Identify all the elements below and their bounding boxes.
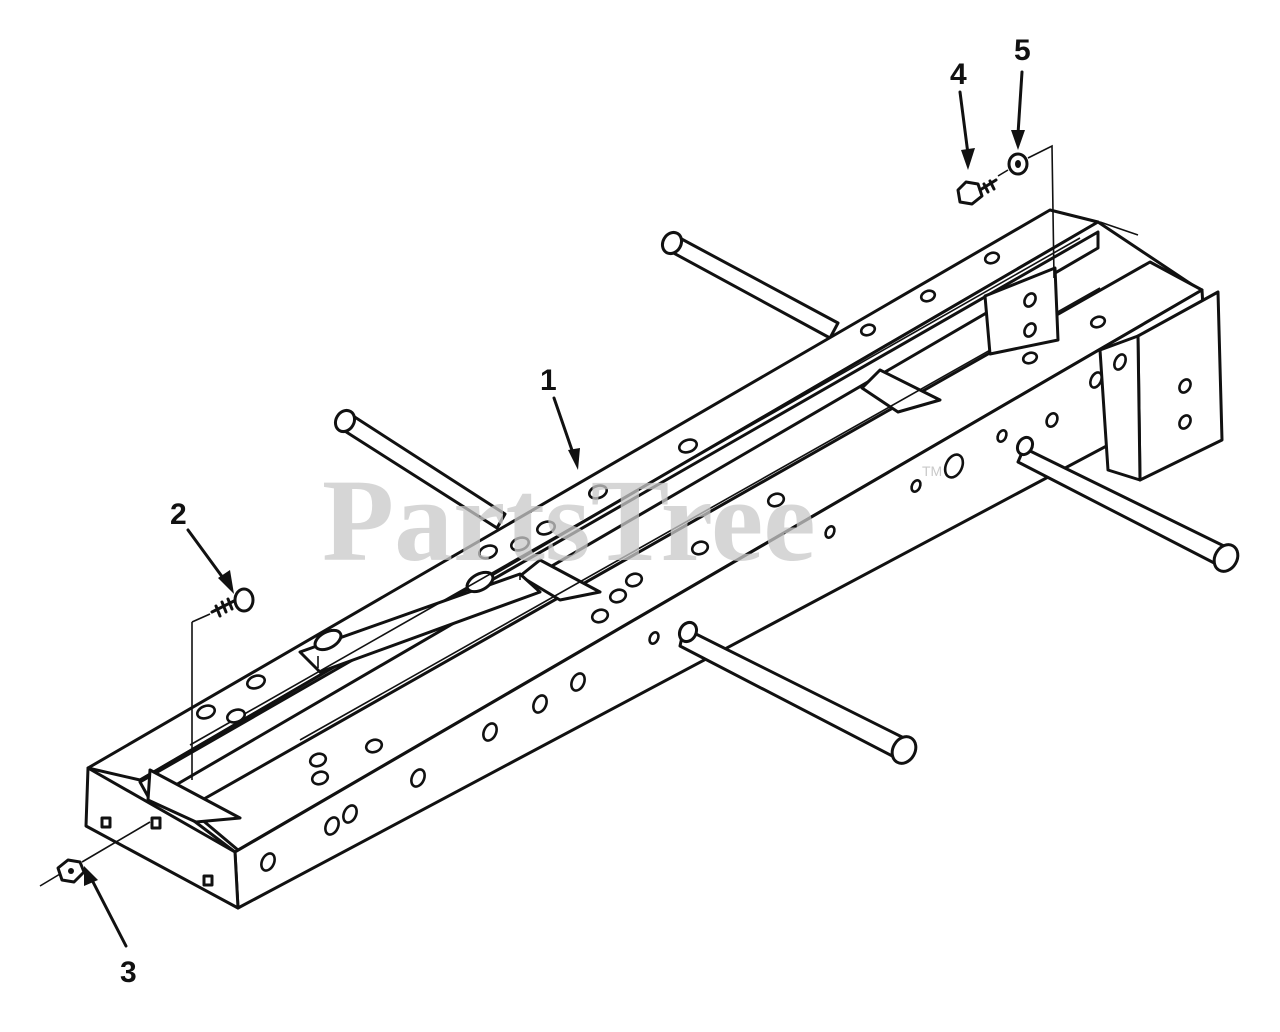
leader-arrows bbox=[84, 70, 1025, 948]
washer-part-5 bbox=[997, 144, 1055, 279]
right-rail-holes bbox=[308, 315, 1107, 786]
bolt-part-4 bbox=[956, 178, 998, 206]
top-rail-holes bbox=[195, 251, 1001, 724]
rear-axle-rod-upper bbox=[660, 230, 840, 340]
watermark: PartsTree TM bbox=[322, 455, 942, 586]
front-axle-rod-right bbox=[1015, 435, 1240, 573]
callout-1: 1 bbox=[540, 364, 557, 397]
side-face-holes bbox=[260, 353, 1127, 872]
watermark-trademark: TM bbox=[922, 463, 942, 479]
watermark-text: PartsTree bbox=[322, 455, 816, 586]
main-frame bbox=[84, 208, 1210, 910]
rear-bracket-plate bbox=[983, 221, 1224, 482]
bolt-part-2 bbox=[191, 587, 255, 780]
front-axle-rod-left bbox=[677, 620, 918, 765]
callout-4: 4 bbox=[950, 58, 967, 91]
callout-3: 3 bbox=[120, 956, 137, 989]
callout-2: 2 bbox=[170, 498, 187, 531]
rear-axle-rod-left bbox=[333, 408, 507, 530]
callout-5: 5 bbox=[1014, 34, 1031, 67]
